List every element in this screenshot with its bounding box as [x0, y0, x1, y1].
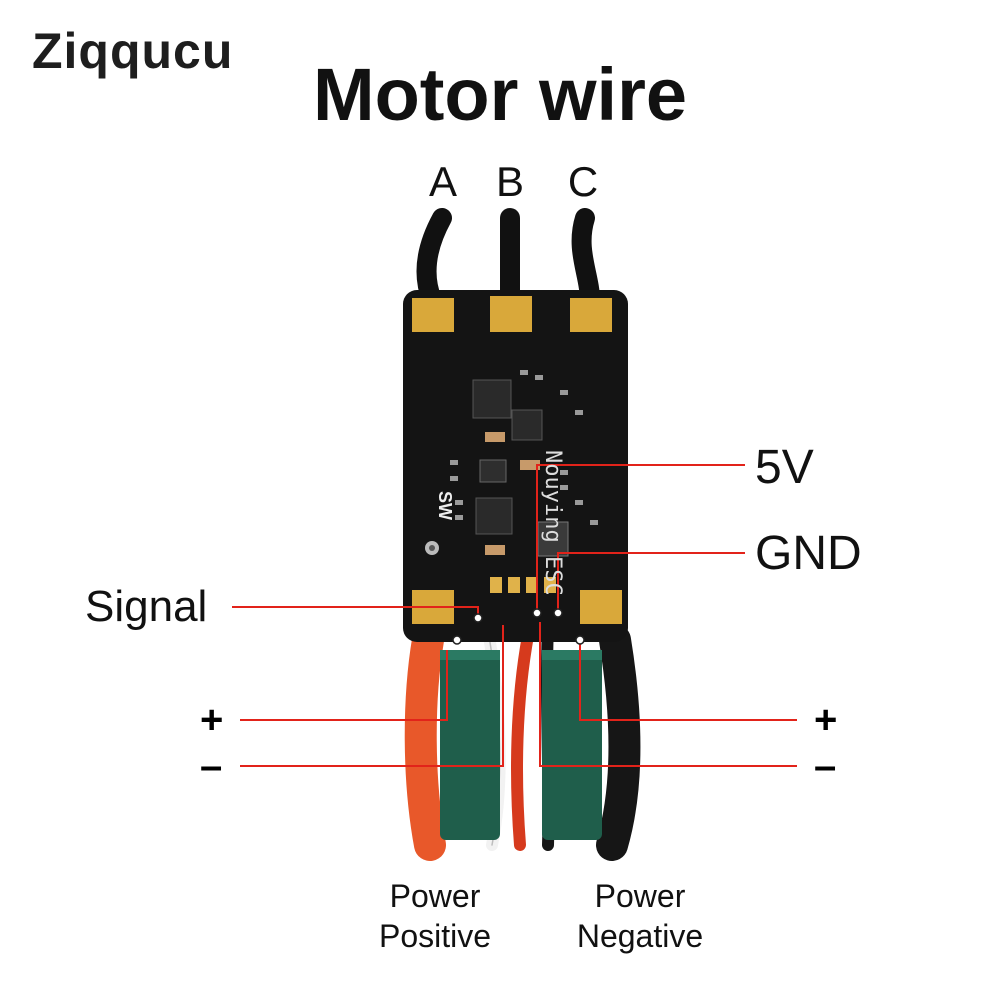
pad-motor-a: [412, 298, 454, 332]
pad-power-negative: [580, 590, 622, 624]
brand-logo: Ziqqucu: [32, 22, 233, 80]
label-5v: 5V: [755, 441, 814, 494]
brand-name: Ziqqucu: [32, 23, 234, 79]
pad-motor-c: [570, 298, 612, 332]
label-power-positive: Power Positive: [378, 878, 492, 954]
leader-minus-left: [240, 625, 504, 767]
label-signal: Signal: [85, 582, 208, 631]
phase-label-b: B: [495, 158, 524, 205]
board-brand-text: Nouying ESC: [540, 450, 565, 596]
board-sw-text: SW: [435, 491, 455, 520]
leader-plus-left: [240, 650, 448, 721]
label-plus-left: +: [200, 698, 224, 742]
leader-signal: [232, 606, 479, 615]
label-plus-right: +: [814, 698, 838, 742]
leader-minus-right: [539, 622, 797, 767]
pad-motor-b: [490, 296, 532, 332]
label-minus-right: –: [814, 744, 837, 788]
capacitors: [440, 650, 602, 840]
leader-5v: [536, 464, 745, 610]
phase-label-c: C: [567, 158, 599, 205]
label-minus-left: –: [200, 744, 223, 788]
motor-wires: [416, 208, 600, 310]
label-power-negative: Power Negative: [576, 878, 704, 954]
leader-plus-right: [579, 643, 797, 721]
leader-gnd: [557, 552, 745, 610]
leader-lines: [232, 464, 797, 767]
label-gnd: GND: [755, 527, 862, 580]
page-title: Motor wire: [312, 53, 688, 136]
phase-label-a: A: [428, 158, 457, 205]
